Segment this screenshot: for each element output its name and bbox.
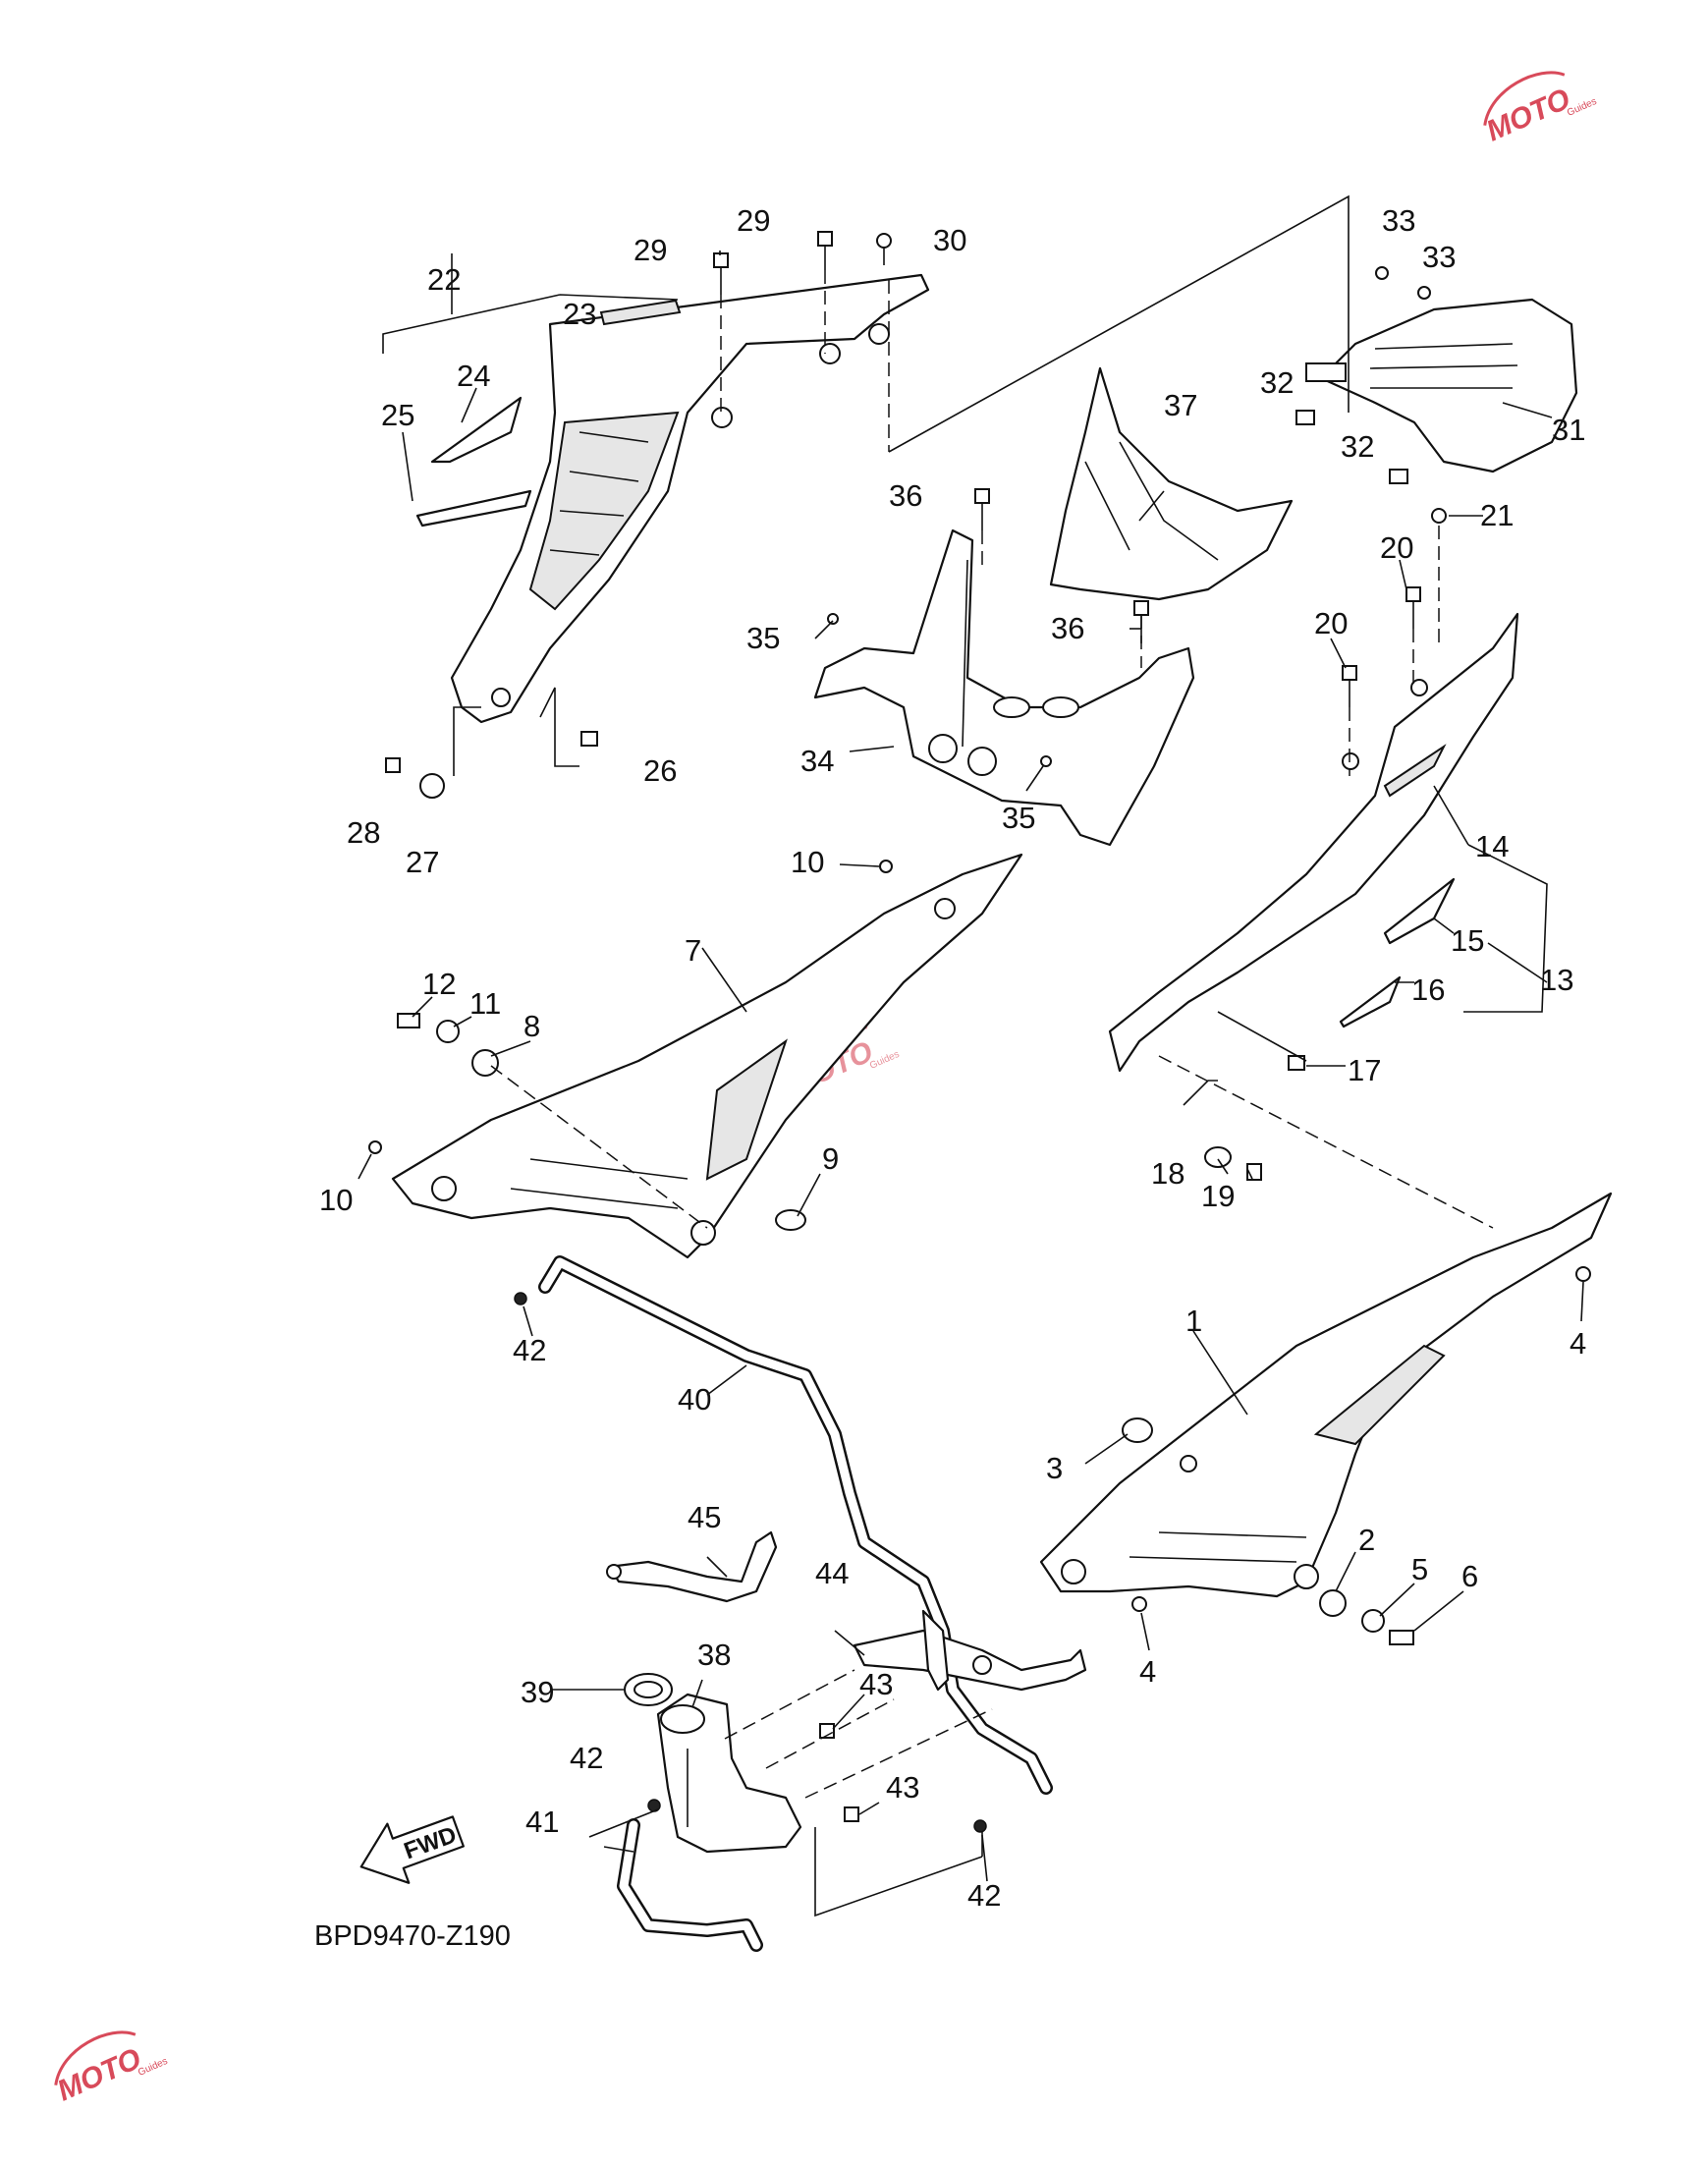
callout-label: 10 [319,1183,353,1217]
part-decal-right-lower [1339,975,1402,1028]
callout-label: 33 [1382,203,1415,238]
part-canister [656,1693,802,1854]
callout-labels: 1 2 3 4 4 5 6 7 8 9 10 10 11 12 13 14 15… [319,203,1586,1913]
callout-label: 25 [381,398,414,432]
callout-label: 27 [406,845,439,879]
callout-label: 18 [1151,1156,1185,1191]
callout-label: 5 [1411,1552,1428,1586]
callout-label: 6 [1461,1559,1478,1593]
callout-label: 2 [1358,1523,1375,1557]
callout-label: 32 [1260,365,1294,400]
watermark-logo-top-right: MOTO Guides [1481,71,1598,148]
callout-label: 42 [967,1878,1001,1913]
callout-leaders [358,250,1584,1882]
callout-label: 13 [1540,963,1573,997]
callout-label: 42 [570,1741,603,1775]
part-tail-cover [1305,298,1578,473]
callout-label: 33 [1422,240,1456,274]
callout-label: 12 [422,967,456,1001]
watermark-text: MOTO [52,2042,145,2108]
diagram-code: BPD9470-Z190 [314,1920,511,1952]
callout-label: 17 [1348,1053,1381,1087]
callout-label: 41 [525,1805,559,1839]
callout-label: 9 [822,1141,839,1176]
callout-label: 35 [1002,801,1035,835]
callout-label: 4 [1139,1654,1156,1689]
watermark-subtext: Guides [868,1049,901,1072]
callout-label: 36 [889,478,922,513]
callout-label: 36 [1051,611,1084,645]
part-side-cover-right-upper [1108,612,1519,1073]
callout-label: 34 [800,744,834,778]
callout-label: 16 [1411,972,1445,1007]
callout-label: 19 [1201,1179,1235,1213]
forward-direction-arrow: FWD [359,1815,465,1884]
callout-label: 21 [1480,498,1514,532]
part-tube-long [538,1255,1053,1795]
callout-label: 20 [1380,530,1413,565]
callout-label: 43 [859,1667,893,1701]
callout-label: 44 [815,1556,849,1590]
part-decal-lower [415,489,532,528]
callout-label: 15 [1451,923,1484,958]
watermark-subtext: Guides [137,2056,169,2079]
callout-label: 8 [523,1009,540,1043]
callout-label: 1 [1185,1304,1202,1338]
callout-label: 3 [1046,1451,1063,1485]
part-tube-lower [617,1818,763,1952]
callout-label: 24 [457,359,490,393]
callout-label: 42 [513,1333,546,1367]
callout-label: 23 [563,297,596,331]
part-decal-upper [430,396,523,464]
callout-label: 11 [469,986,501,1021]
watermark-subtext: Guides [1566,96,1598,119]
callout-label: 30 [933,223,966,257]
callout-label: 31 [1552,413,1585,447]
part-decal-right-upper [1383,877,1456,945]
callout-label: 38 [697,1638,731,1672]
callout-label: 39 [521,1675,554,1709]
callout-label: 10 [791,845,824,879]
reference-lines [453,194,1494,1917]
callout-label: 28 [347,815,380,850]
callout-label: 32 [1341,429,1374,464]
callout-label: 14 [1475,829,1509,863]
callout-label: 43 [886,1770,919,1805]
part-bracket-small [606,1530,778,1603]
callout-label: 20 [1314,606,1348,640]
part-side-cover-left-lower [391,853,1023,1259]
part-center-cover-front [1049,366,1294,601]
callout-label: 35 [746,621,780,655]
callout-label: 40 [678,1382,711,1417]
part-bracket [853,1609,1087,1692]
part-inner-panel [813,528,1195,847]
watermark-logo-bottom-left: MOTO Guides [52,2030,169,2108]
callout-label: 29 [634,233,667,267]
callout-label: 37 [1164,388,1197,422]
callout-label: 4 [1570,1326,1586,1361]
callout-label: 29 [737,203,770,238]
part-side-cover-right-lower [1039,1192,1613,1598]
callout-label: 7 [685,933,701,968]
callout-label: 45 [688,1500,721,1534]
callout-label: 22 [427,262,461,297]
callout-label: 26 [643,753,677,788]
part-emblem [599,299,682,326]
part-side-cover-left-upper [450,273,930,724]
watermark-text: MOTO [1481,83,1574,148]
part-cap [624,1673,673,1706]
